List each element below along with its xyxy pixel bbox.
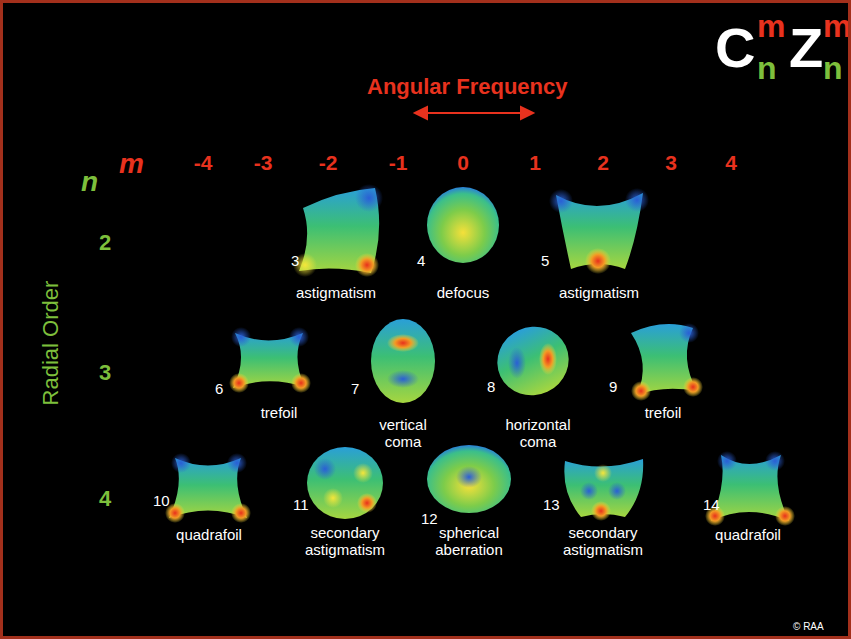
watermark: © RAA [793,621,824,632]
mode-label: spherical aberration [414,525,524,558]
callout-number: 7 [351,381,359,398]
callout-number: 4 [417,253,425,270]
formula-index: n [757,51,777,86]
callout-number: 11 [293,497,309,514]
axis-title: Radial Order [39,281,63,406]
axis-value: 1 [515,151,555,174]
callout-number: 14 [703,497,720,514]
mode-label: defocus [413,285,513,302]
callout-number: 8 [487,379,495,396]
mode-label: quadrafoil [159,527,259,544]
axis-symbol: m [119,149,144,180]
mode-label: astigmatism [276,285,396,302]
callout-number: 13 [543,497,560,514]
axis-value: 0 [443,151,483,174]
surface-plots [165,184,795,526]
callout-number: 5 [541,253,549,270]
mode-label: trefoil [234,405,324,422]
mode-label: astigmatism [539,285,659,302]
axis-value: 2 [583,151,623,174]
mode-label: secondary astigmatism [548,525,658,558]
axis-value: -4 [183,151,223,174]
axis-symbol: n [81,167,98,198]
formula-index: m [823,9,851,44]
formula-index: m [757,9,785,44]
mode-label: horizontal coma [488,417,588,450]
axis-value: 3 [651,151,691,174]
mode-label: quadrafoil [698,527,798,544]
callout-number: 3 [291,253,299,270]
callout-number: 10 [153,493,170,510]
mode-label: trefoil [618,405,708,422]
axis-value: -3 [243,151,283,174]
formula-letter: Z [789,17,823,79]
mode-label: vertical coma [363,417,443,450]
formula-index: n [823,51,843,86]
axis-value: -2 [308,151,348,174]
axis-title: Angular Frequency [367,75,567,99]
axis-value: 4 [90,487,120,511]
formula-letter: C [715,17,755,79]
callout-number: 9 [609,379,617,396]
callout-number: 12 [421,511,438,528]
axis-value: -1 [378,151,418,174]
double-arrow [415,107,533,119]
mode-label: secondary astigmatism [290,525,400,558]
callout-number: 6 [215,381,223,398]
axis-value: 3 [90,361,120,385]
axis-value: 4 [711,151,751,174]
axis-value: 2 [90,231,120,255]
